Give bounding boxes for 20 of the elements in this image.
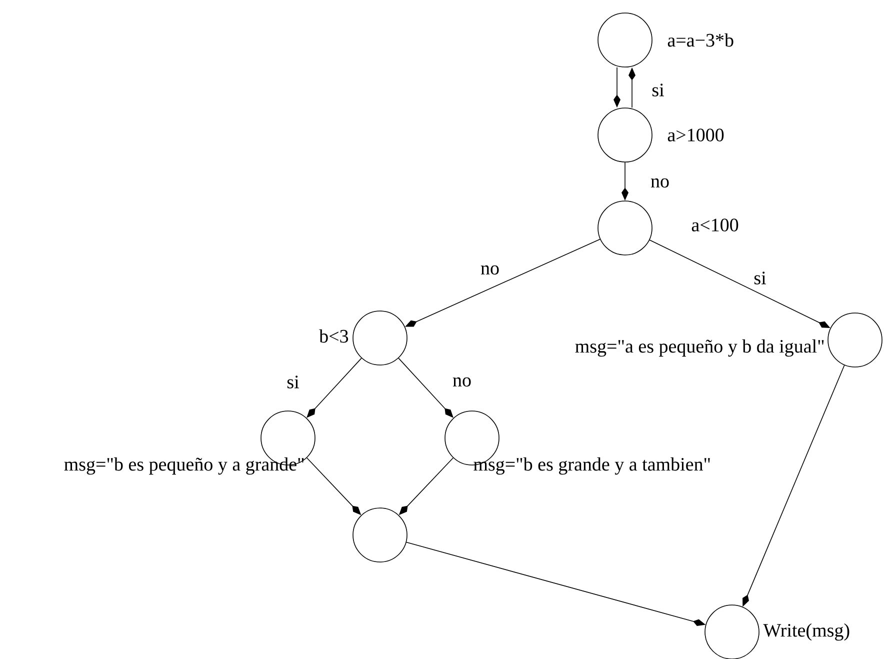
circle-node	[352, 310, 408, 366]
circle-node	[598, 200, 652, 256]
node-label: a>1000	[668, 128, 724, 142]
circle-node	[598, 12, 652, 68]
circle-node	[828, 312, 882, 368]
edge-label: no	[480, 264, 500, 276]
node-label: msg="b es grande y a tambien"	[474, 457, 710, 475]
node-label: Write(msg)	[763, 623, 850, 641]
edge-label: si	[650, 82, 666, 98]
edge-label: no	[452, 376, 472, 388]
node-label: msg="a es pequeño y b da igual"	[575, 339, 824, 357]
node-label: b<3	[319, 329, 348, 343]
edge-label: no	[650, 177, 670, 189]
node-label: msg="b es pequeño y a grande"	[64, 457, 304, 475]
circle-node	[352, 508, 408, 562]
circle-node	[598, 108, 652, 162]
edge-label: si	[286, 374, 300, 390]
node-label: a<100	[692, 218, 738, 232]
node-label: a=a−3*b	[668, 33, 734, 47]
edge-label: si	[752, 270, 768, 286]
